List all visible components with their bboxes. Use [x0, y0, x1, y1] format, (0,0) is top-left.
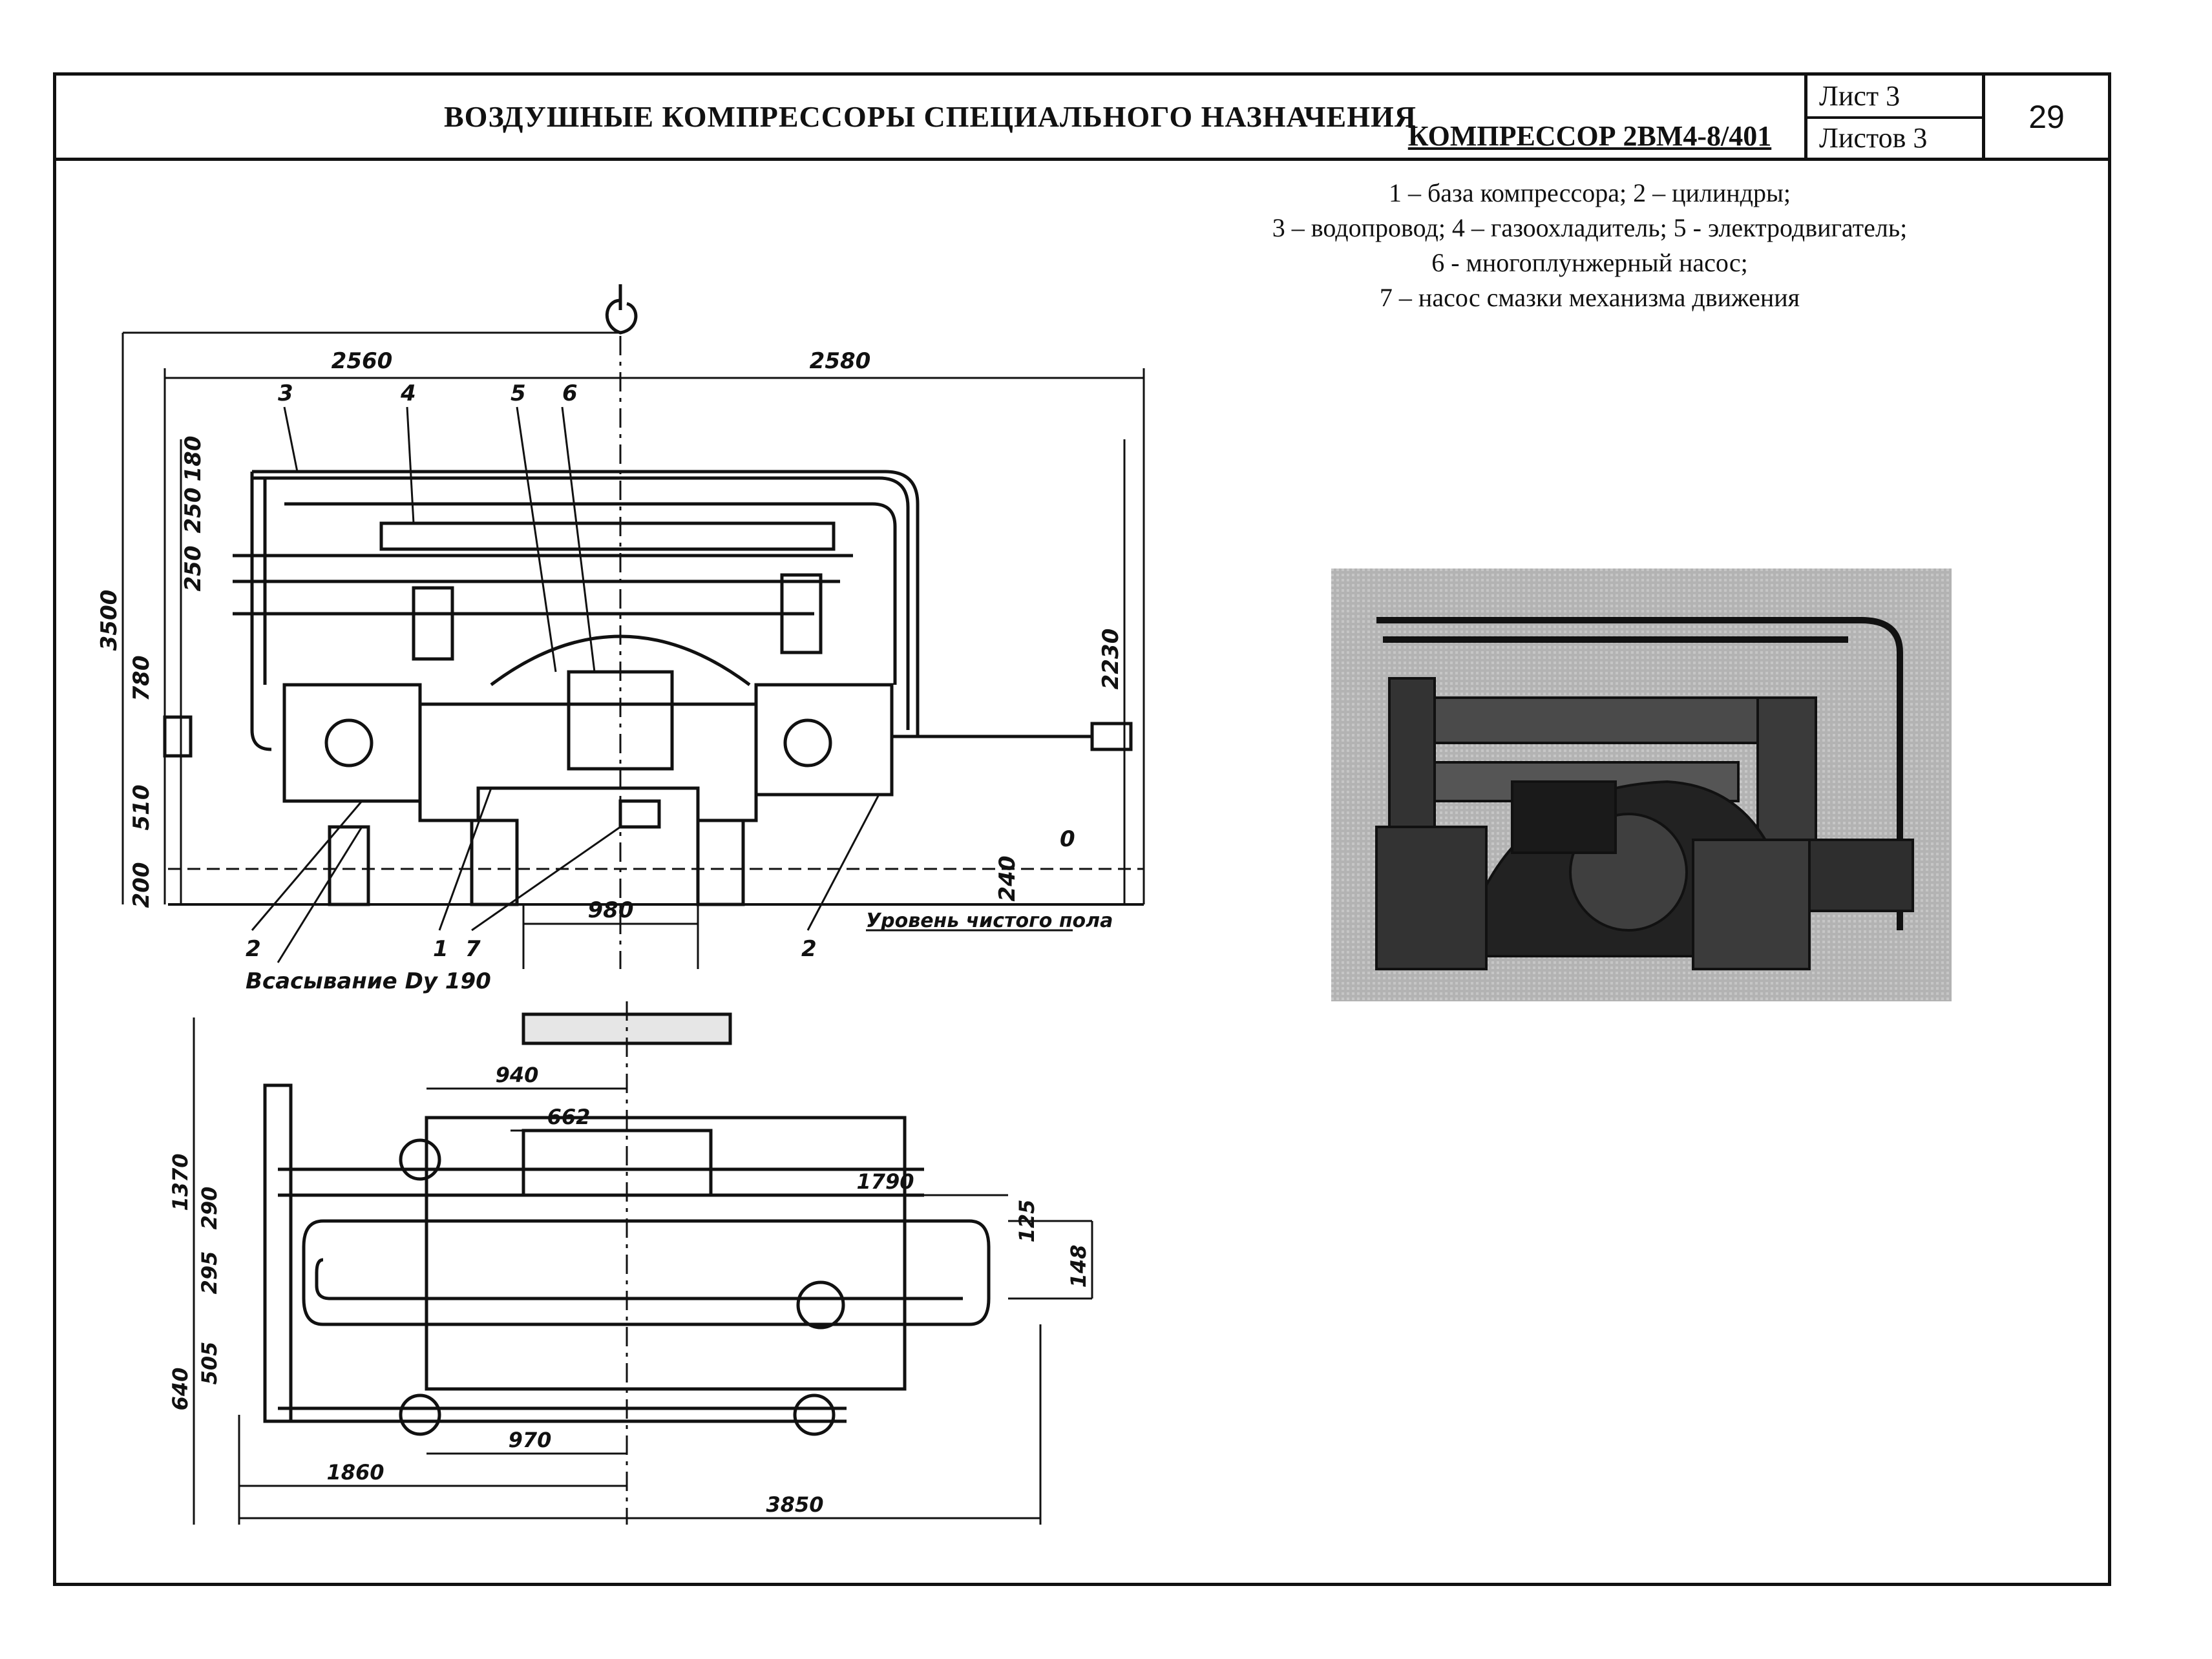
dim-label: 970: [509, 1428, 552, 1452]
leader: [277, 826, 363, 963]
motor-housing: [490, 634, 751, 687]
dim-label: 2580: [810, 348, 871, 374]
dim-label: 250: [180, 488, 206, 534]
foundation-bolt: [328, 825, 370, 906]
compressor-photo: [1331, 569, 1952, 1001]
callout-number: 7: [465, 936, 481, 962]
suction-label: Всасывание Dy 190: [246, 968, 491, 994]
motor: [521, 1129, 713, 1197]
dim-label: 148: [1066, 1245, 1091, 1288]
caption-line: 1 – база компрессора; 2 – цилиндры;: [1388, 178, 1791, 207]
cylinder-left: [282, 683, 422, 803]
flange: [399, 1393, 441, 1436]
cylinder-port: [783, 718, 832, 767]
floor-level-label: Уровень чистого пола: [866, 910, 1113, 932]
dim-label: 3850: [766, 1492, 823, 1517]
caption-line: 6 - многоплунжерный насос;: [1431, 248, 1748, 277]
cooler-loop: [315, 1258, 963, 1300]
title-block: ВОЗДУШНЫЕ КОМПРЕССОРЫ СПЕЦИАЛЬНОГО НАЗНА…: [56, 76, 2108, 161]
sheet-info-box: Лист 3 Листов 3: [1804, 76, 1982, 158]
dim-label: 510: [129, 785, 154, 831]
dim-label: 240: [995, 856, 1020, 902]
lube-pump: [618, 799, 661, 829]
manifold: [263, 1083, 293, 1423]
flange: [163, 715, 193, 758]
frame-outline: [425, 1116, 907, 1391]
dim-label: 3500: [96, 590, 122, 651]
dim-label: 2560: [332, 348, 393, 374]
leader: [471, 826, 621, 932]
cylinder-right: [754, 683, 894, 797]
leader: [561, 406, 596, 673]
callout-number: 2: [801, 936, 817, 962]
front-view-drawing: 2560 2580 3500 180 250 250 780 510 200 2…: [96, 284, 1145, 994]
callout-number: 3: [278, 381, 293, 406]
sheet-title: ВОЗДУШНЫЕ КОМПРЕССОРЫ СПЕЦИАЛЬНОГО НАЗНА…: [444, 100, 1417, 133]
foundation: [470, 819, 519, 906]
upper-pipe: [252, 470, 920, 738]
dim-label: 200: [129, 862, 154, 908]
dim-label: 295: [197, 1251, 222, 1295]
dim-label: 180: [180, 436, 206, 482]
drawing-sheet: ВОЗДУШНЫЕ КОМПРЕССОРЫ СПЕЦИАЛЬНОГО НАЗНА…: [53, 72, 2111, 1586]
leader: [438, 788, 492, 931]
compressor-base: [418, 702, 758, 822]
callout-number: 2: [246, 936, 261, 962]
sheets-total: Листов 3: [1807, 116, 1982, 157]
callout-number: 5: [511, 381, 526, 406]
leader: [251, 800, 363, 931]
figure-caption: КОМПРЕССОР 2ВМ4-8/401 1 – база компрессо…: [1163, 120, 2016, 315]
dim-label: 940: [496, 1063, 539, 1087]
dim-label: 250: [180, 546, 206, 592]
separator: [412, 586, 454, 661]
leader: [406, 406, 415, 524]
caption-title: КОМПРЕССОР 2ВМ4-8/401: [1407, 120, 1772, 152]
callout-number: 1: [433, 936, 448, 962]
upper-pipe: [252, 476, 910, 730]
flange: [793, 1393, 836, 1436]
dim-label: 125: [1015, 1200, 1039, 1243]
dim-label: 1860: [326, 1460, 384, 1485]
leader: [516, 406, 557, 673]
dim-label: 780: [129, 656, 154, 702]
dim-label: 1370: [168, 1153, 193, 1211]
leader: [283, 406, 299, 472]
flange: [399, 1138, 441, 1181]
dim-label: 980: [588, 897, 634, 923]
leader: [806, 794, 880, 931]
dim-label: 505: [197, 1342, 222, 1385]
callout-number: 6: [562, 381, 578, 406]
caption-line: 3 – водопровод; 4 – газоохладитель; 5 - …: [1272, 213, 1908, 242]
dim-label: 662: [547, 1105, 591, 1129]
plunger-pump: [567, 670, 674, 771]
pump-flange: [796, 1280, 845, 1330]
sheet-number: Лист 3: [1819, 80, 1901, 112]
cooler-loop: [302, 1219, 991, 1326]
dim-label: 2230: [1098, 629, 1124, 690]
pipe: [284, 502, 897, 685]
cylinder-port: [324, 718, 374, 767]
gas-cooler: [379, 521, 836, 551]
dim-label: 1790: [856, 1169, 914, 1194]
dim-label: 640: [168, 1368, 193, 1411]
dim-label: 290: [197, 1187, 222, 1230]
foundation: [696, 819, 745, 906]
plan-view-drawing: 940 662 1790 1370 290 295 505 640 125 14…: [168, 1001, 1093, 1525]
separator: [780, 573, 823, 654]
page-number: 29: [1982, 76, 2108, 158]
callout-number: 4: [400, 381, 416, 406]
caption-line: 7 – насос смазки механизма движения: [1379, 283, 1800, 312]
dim-label: 0: [1060, 826, 1075, 852]
vertical-pipe: [250, 472, 272, 751]
